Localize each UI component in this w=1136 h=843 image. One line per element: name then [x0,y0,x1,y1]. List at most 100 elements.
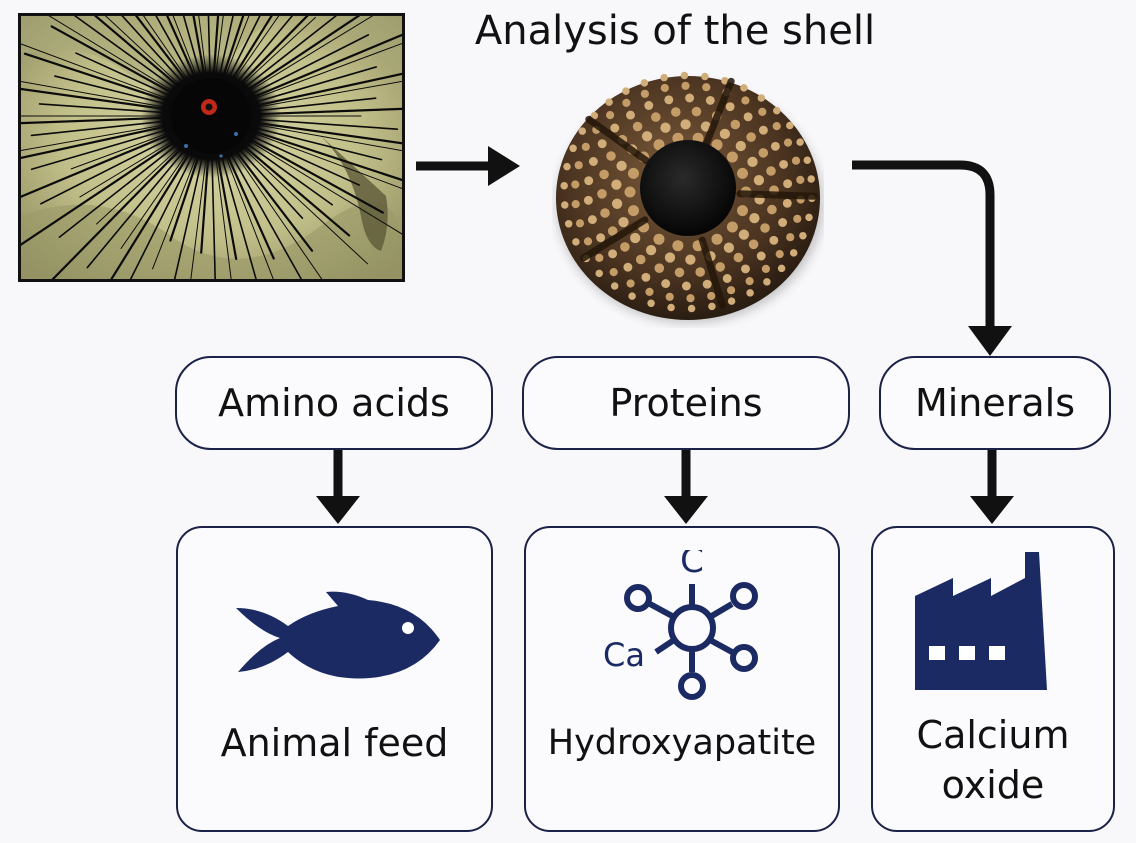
shell-tubercle [807,175,815,183]
shell-tubercle [773,106,781,115]
shell-tubercle [611,179,622,190]
shell-tubercle [721,76,729,85]
shell-groove [585,115,651,165]
arrowhead-minerals-to-calcium-oxide [970,496,1014,524]
shell-tubercle [777,264,786,273]
shell-tubercle [561,201,569,209]
shell-tubercle [783,138,793,147]
shell-tubercle [674,267,685,278]
shell-tubercle [758,125,768,135]
shell-tubercle [641,131,653,142]
shell-tubercle [583,237,593,246]
shell-tubercle [756,251,766,261]
shell-tubercle [681,281,691,291]
shell-tubercle [727,297,736,305]
shell-tubercle [730,119,741,130]
shell-tubercle [596,233,606,243]
shell-tubercle [746,132,756,142]
shell-tubercle [597,189,607,199]
shell-tubercle [628,292,636,300]
shell-tubercle [743,112,753,122]
product-card-animal-feed: Animal feed [176,526,493,832]
shell-tubercle [722,274,732,283]
shell-tubercle [667,303,675,312]
shell-tubercle [796,138,804,146]
shell-tubercle [671,107,681,117]
shell-tubercle [584,176,594,186]
shell-tubercle [737,205,748,217]
shell-tubercle [626,110,635,120]
shell-tubercle [606,151,616,161]
shell-tubercle [749,212,760,224]
shell-tubercle [695,267,705,277]
shell-tubercle [590,111,599,120]
shell-tubercle [640,89,649,98]
shell-tubercle [664,95,674,105]
arrowhead-proteins-to-hydroxyapatite [664,496,708,524]
shell-tubercle [778,218,788,227]
shell-tubercle [660,83,669,93]
shell-tubercle [654,263,665,273]
category-amino-acids: Amino acids [175,356,493,450]
shell-tubercle [803,156,812,164]
fish-icon [236,591,440,679]
shell-tubercle [758,107,767,116]
shell-tubercle [626,279,635,288]
shell-tubercle [748,239,759,250]
shell-tubercle [597,139,607,149]
shell-tubercle [746,289,754,297]
category-minerals: Minerals [879,356,1111,450]
shell-tubercle [599,169,609,180]
shell-tubercle [766,166,776,176]
shell-tubercle [726,221,738,233]
shell-tubercle [757,94,766,102]
shell-tubercle [661,279,671,289]
shell-tubercle [575,219,585,228]
shell-groove [702,77,735,149]
shell-tubercle [664,252,676,263]
shell-tubercle [786,121,794,130]
product-label-hydroxyapatite: Hydroxyapatite [547,723,817,763]
shell-tubercle [609,268,618,277]
sea-urchin-photo-graphic [21,16,402,279]
shell-tubercle [572,238,580,246]
shell-tubercle [660,73,668,82]
shell-tubercle [605,98,613,106]
sea-urchin-photo [18,13,405,282]
shell-tubercle [685,254,696,265]
shell-tubercle [711,233,723,245]
shell-tubercle [628,167,639,179]
product-card-hydroxyapatite: C Ca Hydroxyapatite [524,526,840,832]
shell-tubercle [681,81,690,90]
shell-tubercle [680,119,691,130]
shell-tubercle [583,195,593,205]
sea-urchin-shell [552,70,824,328]
shell-tubercle [623,262,633,272]
shell-tubercle [791,156,801,165]
shell-tubercle [600,208,610,218]
shell-tubercle [708,302,716,311]
shell-tubercle [789,249,798,257]
shell-tubercle [770,141,780,151]
shell-tubercle [588,157,598,166]
shell-tubercle [680,71,689,80]
shell-tubercle [622,98,631,107]
shell-tubercle [701,72,709,81]
product-label-calcium-oxide-line2: oxide [941,763,1045,807]
product-label-animal-feed: Animal feed [220,721,449,765]
arrowhead-photo-to-shell [488,146,520,186]
shell-tubercle [796,175,805,184]
shell-tubercle [560,181,568,190]
shell-tubercle [715,262,725,272]
shell-tubercle [571,200,580,209]
arrow-shell-to-minerals [852,160,995,328]
shell-tubercle [702,279,712,289]
shell-tubercle [740,84,748,92]
shell-tubercle [595,269,603,278]
shell-tubercle [733,252,744,263]
shell-tubercle [775,250,784,259]
shell-tubercle [610,123,620,133]
shell-tubercle [761,264,770,273]
shell-groove [736,190,818,200]
